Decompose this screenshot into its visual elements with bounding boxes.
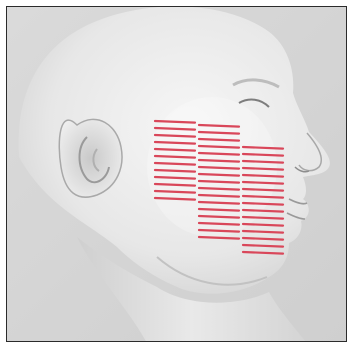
image-frame <box>6 6 347 342</box>
head-profile-illustration <box>7 7 347 342</box>
